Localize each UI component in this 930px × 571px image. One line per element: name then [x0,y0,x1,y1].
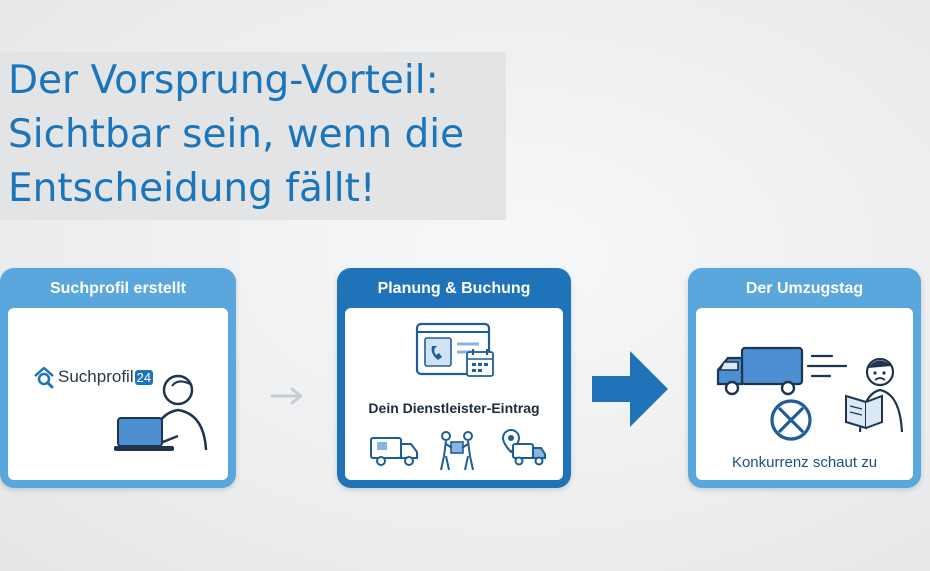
step-card-moving-day: Der Umzugstag Ko [688,268,921,488]
movers-icon [440,431,474,471]
headline-line-1: Der Vorsprung-Vorteil: [8,58,439,103]
headline-line-3: Entscheidung fällt! [8,166,376,211]
competition-label: Konkurrenz schaut zu [731,454,878,471]
step-card-planning-booking: Planung & Buchung Dein Dienstleister-Ein… [337,268,571,488]
blocked-icon [770,399,812,441]
worried-person-icon [845,357,904,433]
search-home-icon [34,366,54,389]
logo-text: Suchprofil [58,367,134,386]
location-truck-icon [501,428,546,466]
headline-line-2: Sichtbar sein, wenn die [8,112,465,157]
bold-arrow-icon [592,351,668,427]
step-title: Der Umzugstag [745,280,864,297]
headline-background [0,52,506,220]
logo-number: 24 [134,369,154,385]
laptop-user-icon [114,374,208,451]
entry-label: Dein Dienstleister-Eintrag [368,400,540,416]
moving-truck-icon [370,437,418,466]
step-title: Planung & Buchung [377,280,531,297]
step-panel: Konkurrenz schaut zu [696,308,913,480]
step-title: Suchprofil erstellt [49,280,187,297]
speeding-truck-icon [716,346,848,396]
headline: Der Vorsprung-Vorteil: Sichtbar sein, we… [8,54,464,216]
step-panel: Dein Dienstleister-Eintrag [345,308,563,480]
light-arrow-icon [270,387,303,405]
contact-calendar-icon [415,322,494,377]
